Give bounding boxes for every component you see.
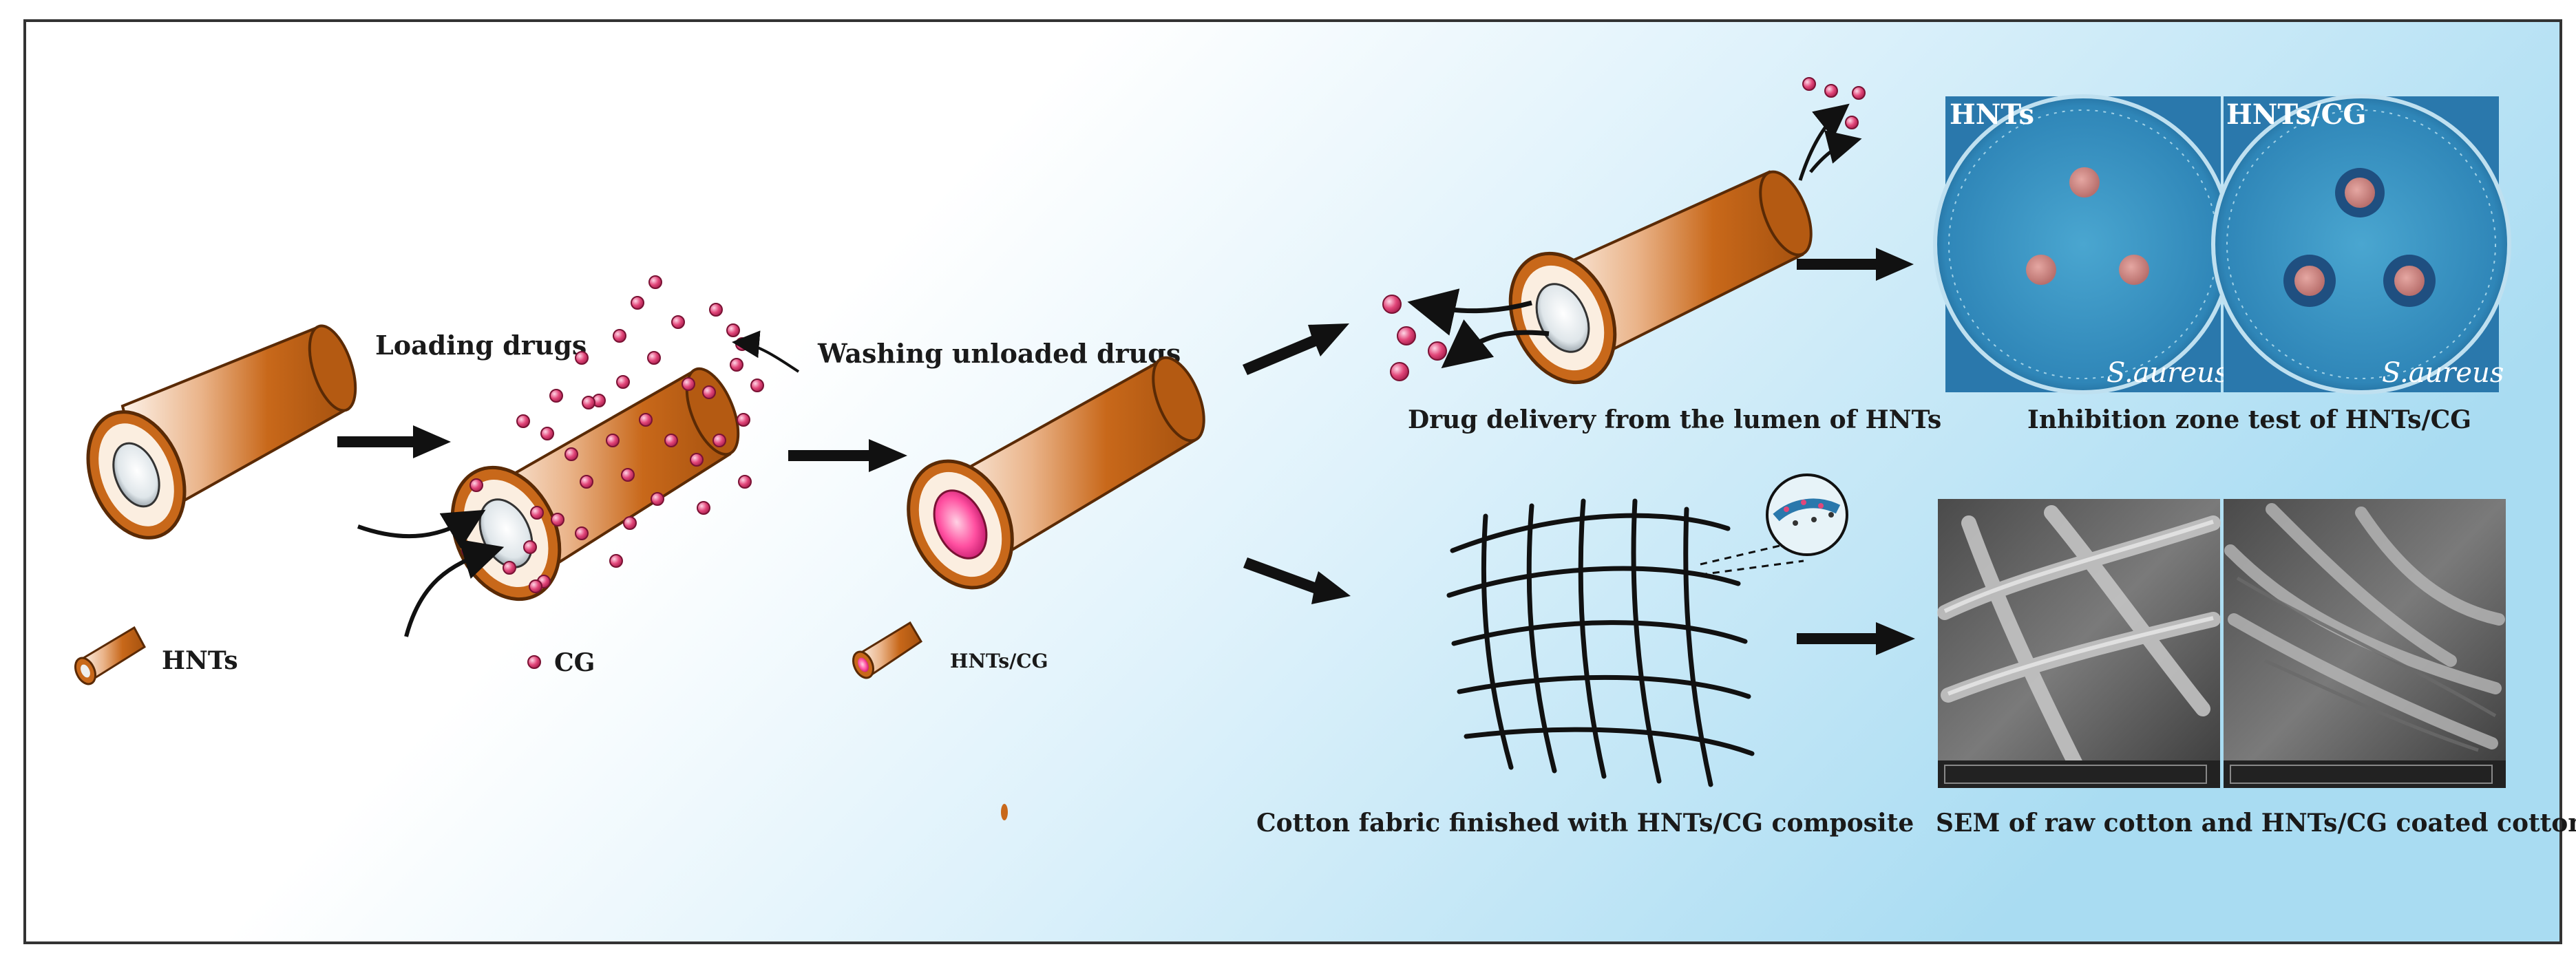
release-arrow-2 — [1441, 319, 1550, 369]
arrow-2 — [788, 439, 907, 472]
sem-caption: SEM of raw cotton and HNTs/CG coated cot… — [1936, 809, 2576, 838]
arrow-up-branch — [1243, 323, 1349, 375]
arrow-1 — [337, 425, 451, 458]
washing-curved-arrow — [732, 330, 800, 373]
plate-hnts-cg — [2211, 94, 2511, 394]
washing-label: Washing unloaded drugs — [817, 338, 1181, 369]
arrow-down-branch — [1243, 557, 1351, 604]
legend-hnts-icon — [74, 626, 146, 685]
plate-hnts-cg-title: HNTs/CG — [2226, 98, 2367, 131]
hnt-cg-tube — [907, 356, 1205, 590]
hnt-tube-large — [86, 324, 357, 540]
legend-cg-label: CG — [554, 648, 595, 677]
loading-drugs-label: Loading drugs — [375, 330, 587, 361]
drug-particles-loading — [461, 275, 764, 593]
legend-cg-icon — [527, 655, 541, 669]
cotton-caption: Cotton fabric finished with HNTs/CG comp… — [1256, 809, 1914, 838]
plate-hnts-organism: S.aureus — [2107, 357, 2228, 389]
loading-curved-arrow-2 — [404, 539, 505, 637]
legend-hnts-label: HNTs — [162, 646, 238, 675]
sem-raw-cotton — [1937, 499, 2221, 788]
release-arrow-4 — [1809, 130, 1862, 173]
fabric-zoom-inset — [1700, 473, 1848, 576]
small-orange-dot — [1001, 804, 1008, 820]
loading-curved-arrow-1 — [357, 509, 486, 549]
release-arrow-1 — [1407, 288, 1532, 336]
plate-hnts — [1933, 94, 2233, 394]
drug-delivery-tube — [1508, 170, 1813, 385]
release-arrow-3 — [1798, 103, 1850, 181]
cotton-fabric-mesh — [1446, 498, 1755, 787]
plate-hnts-title: HNTs — [1950, 98, 2034, 131]
legend-hnts-cg-label: HNTs/CG — [950, 650, 1048, 672]
plate-hnts-cg-organism: S.aureus — [2382, 357, 2504, 389]
drug-delivery-label: Drug delivery from the lumen of HNTs — [1408, 405, 1941, 434]
sem-coated-cotton — [2224, 499, 2506, 788]
legend-hnts-cg-icon — [852, 621, 923, 679]
inhibition-caption: Inhibition zone test of HNTs/CG — [2027, 405, 2471, 434]
arrow-to-sem — [1797, 622, 1915, 655]
arrow-to-plates — [1797, 248, 1914, 281]
